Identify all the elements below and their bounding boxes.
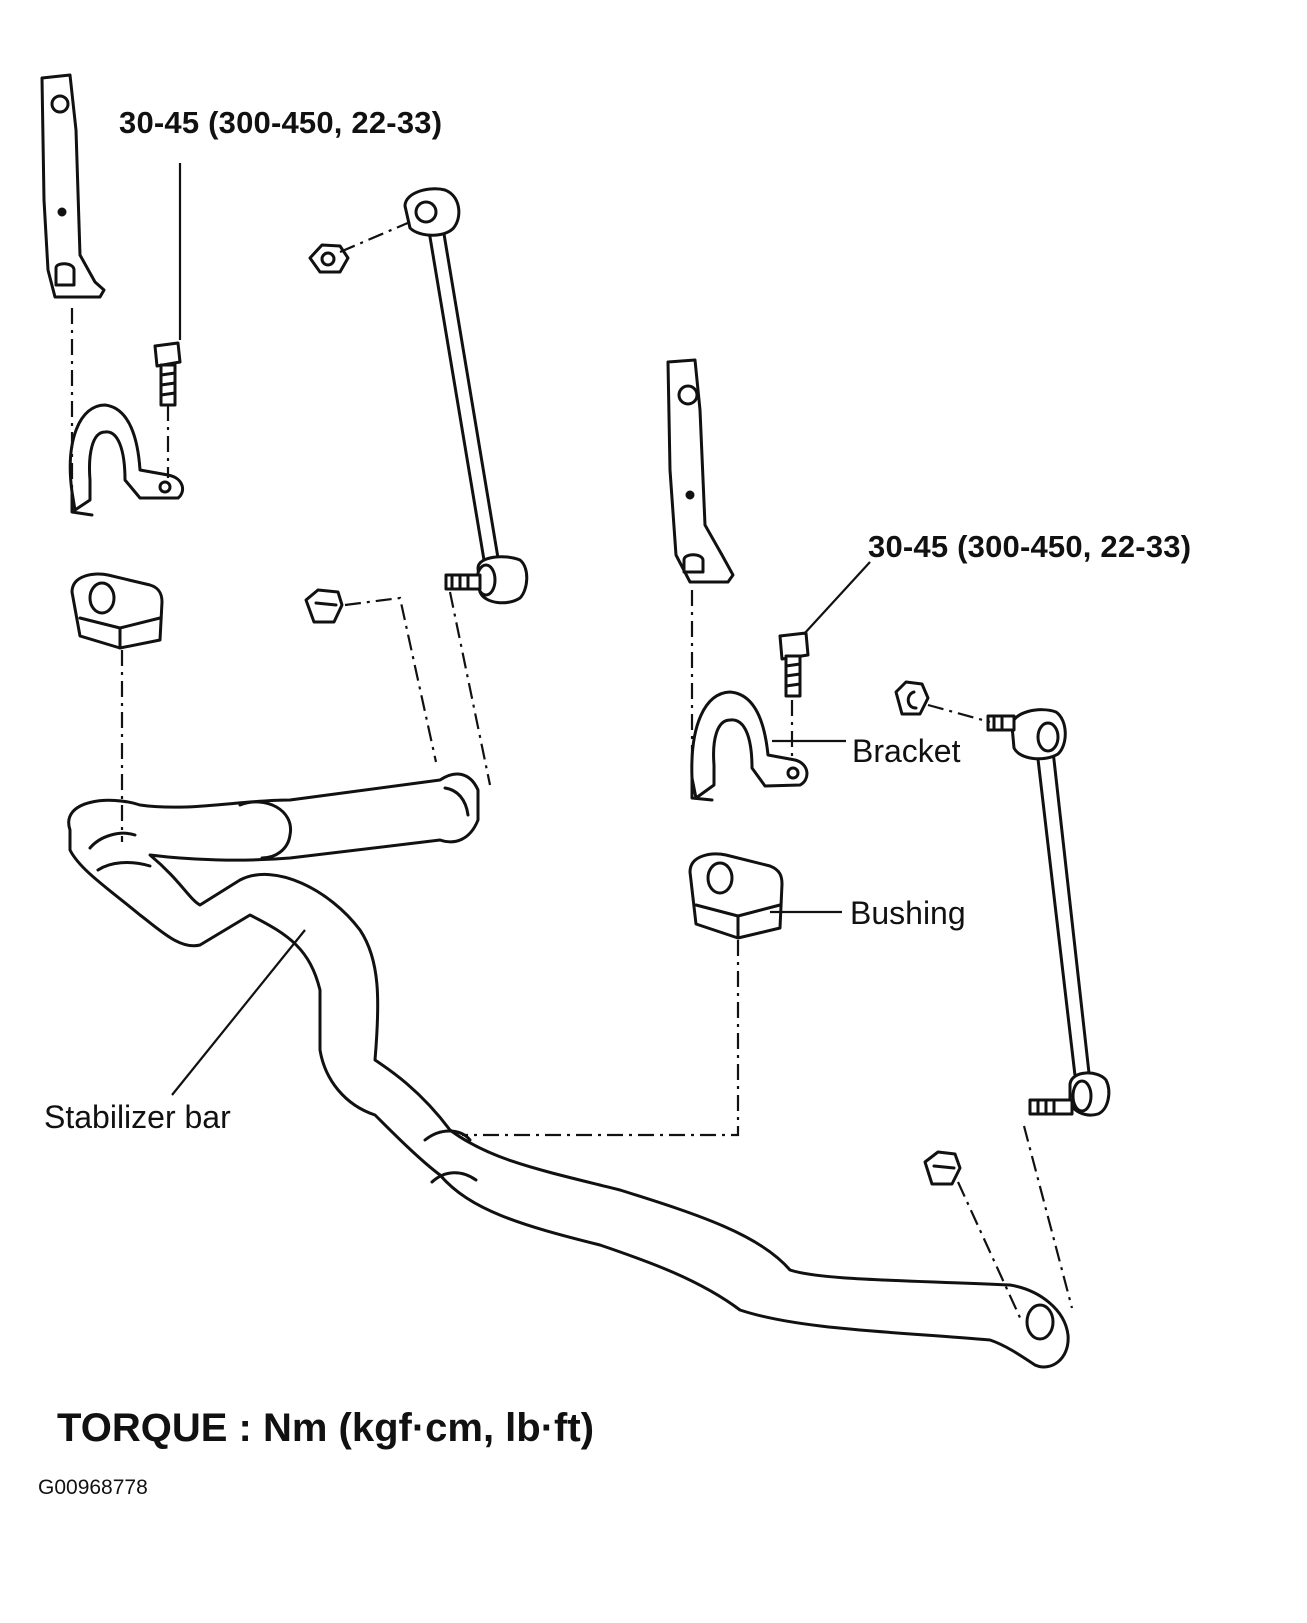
right-bolt (778, 631, 810, 698)
torque-units-note: TORQUE : Nm (kgf·cm, lb·ft) (57, 1406, 595, 1450)
torque-spec-right-label: 30-45 (300-450, 22-33) (868, 529, 1192, 564)
right-nut-lower (923, 1150, 962, 1186)
left-mounting-plate (40, 73, 106, 299)
left-bushing (70, 572, 164, 650)
assembly-centerlines (70, 220, 1074, 1323)
bushing-label: Bushing (850, 895, 966, 931)
right-nut-top (894, 680, 930, 716)
figure-id: G00968778 (38, 1476, 148, 1499)
label-leaders (171, 163, 871, 1096)
right-bracket (690, 690, 809, 802)
left-bolt (153, 341, 182, 407)
left-nut-top (308, 243, 350, 274)
right-stabilizer-link (986, 708, 1111, 1117)
left-bracket (68, 403, 185, 517)
left-stabilizer-link (403, 187, 529, 605)
right-mounting-plate (666, 358, 735, 584)
stabilizer-bar (67, 772, 1070, 1369)
torque-spec-left-label: 30-45 (300-450, 22-33) (119, 105, 443, 140)
stabilizer-bar-label: Stabilizer bar (44, 1099, 231, 1135)
bracket-label: Bracket (852, 733, 961, 769)
left-nut-lower (304, 588, 344, 624)
right-bushing (688, 852, 784, 940)
